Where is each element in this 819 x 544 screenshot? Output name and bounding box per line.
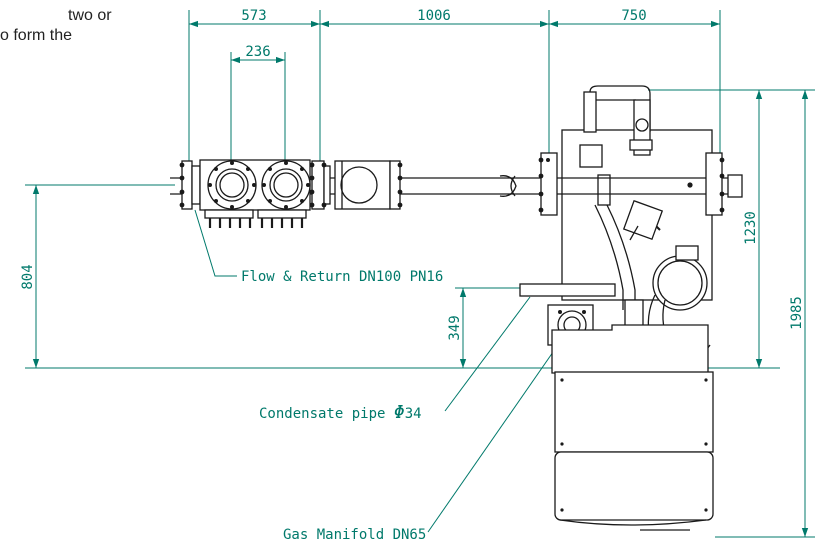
diameter-symbol: Φ xyxy=(394,402,405,423)
condensate-size: 34 xyxy=(405,406,422,422)
dim-1985: 1985 xyxy=(789,296,805,330)
pump-section xyxy=(309,160,403,210)
dimension-lines xyxy=(25,10,815,538)
callout-flow-return: Flow & Return DN100 PN16 xyxy=(241,269,443,285)
condensate-pipe xyxy=(519,283,616,297)
intro-text-line-1: two or xyxy=(68,7,112,24)
callout-condensate: Condensate pipe Φ34 xyxy=(259,402,422,423)
left-flange-pack xyxy=(179,159,311,228)
dim-750: 750 xyxy=(621,8,646,24)
dim-573: 573 xyxy=(241,8,266,24)
dim-349: 349 xyxy=(447,315,463,340)
boiler-frame xyxy=(538,85,725,301)
intro-text-line-2: o form the xyxy=(0,27,73,44)
condensate-label: Condensate pipe xyxy=(259,406,394,422)
dim-1006: 1006 xyxy=(417,8,451,24)
callout-gas-manifold: Gas Manifold DN65 xyxy=(283,527,426,543)
dim-1230: 1230 xyxy=(743,211,759,245)
boiler-casing xyxy=(551,324,714,531)
dim-236: 236 xyxy=(245,44,270,60)
internal-piping xyxy=(594,199,664,341)
dim-804: 804 xyxy=(20,264,36,289)
boiler-drawing xyxy=(170,85,743,531)
